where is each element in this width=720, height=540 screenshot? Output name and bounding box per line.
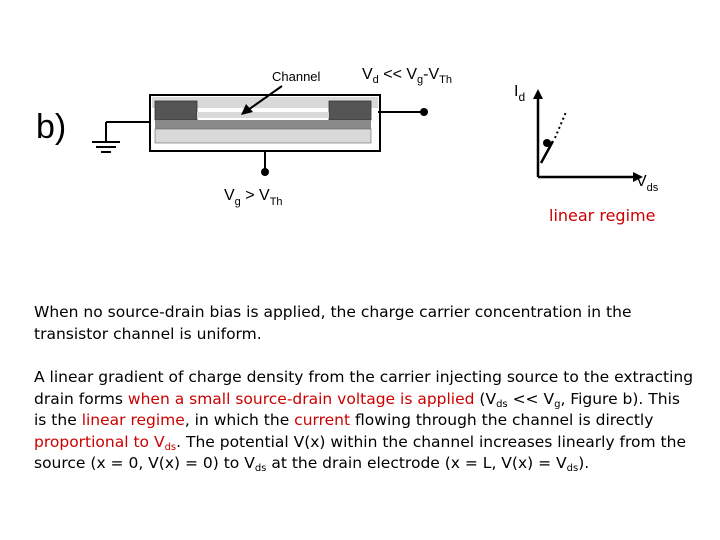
gate-voltage-condition: Vg > VTh	[224, 187, 283, 208]
drain-voltage-condition: Vd << Vg-VTh	[362, 66, 452, 86]
linear-curve	[539, 111, 567, 164]
x-axis-arrow-icon	[633, 172, 643, 182]
iv-curve-axes	[536, 95, 637, 179]
channel-label: Channel	[272, 69, 321, 84]
paragraph-linear-regime: A linear gradient of charge density from…	[34, 368, 694, 474]
channel-pointer-arrow	[241, 85, 283, 115]
transistor-diagram: b) Channel Vd << Vg-VTh Vg > VTh	[36, 66, 659, 208]
voltage-axis-label: Vds	[636, 173, 659, 194]
highlight-small-bias: when a small source-drain voltage is app…	[127, 389, 475, 408]
current-axis-label: Id	[514, 83, 525, 104]
highlight-linear-regime: linear regime	[81, 411, 185, 429]
highlight-current: current	[294, 411, 351, 429]
panel-label: b)	[36, 108, 66, 146]
transistor-device	[149, 94, 381, 152]
paragraph-uniform-concentration: When no source-drain bias is applied, th…	[34, 303, 632, 343]
gate-terminal	[261, 151, 269, 176]
ground-icon	[92, 121, 150, 153]
y-axis-arrow-icon	[533, 89, 543, 99]
highlight-proportional: proportional to V	[34, 432, 165, 451]
drain-terminal	[378, 108, 428, 116]
linear-regime-caption: linear regime	[549, 206, 656, 225]
